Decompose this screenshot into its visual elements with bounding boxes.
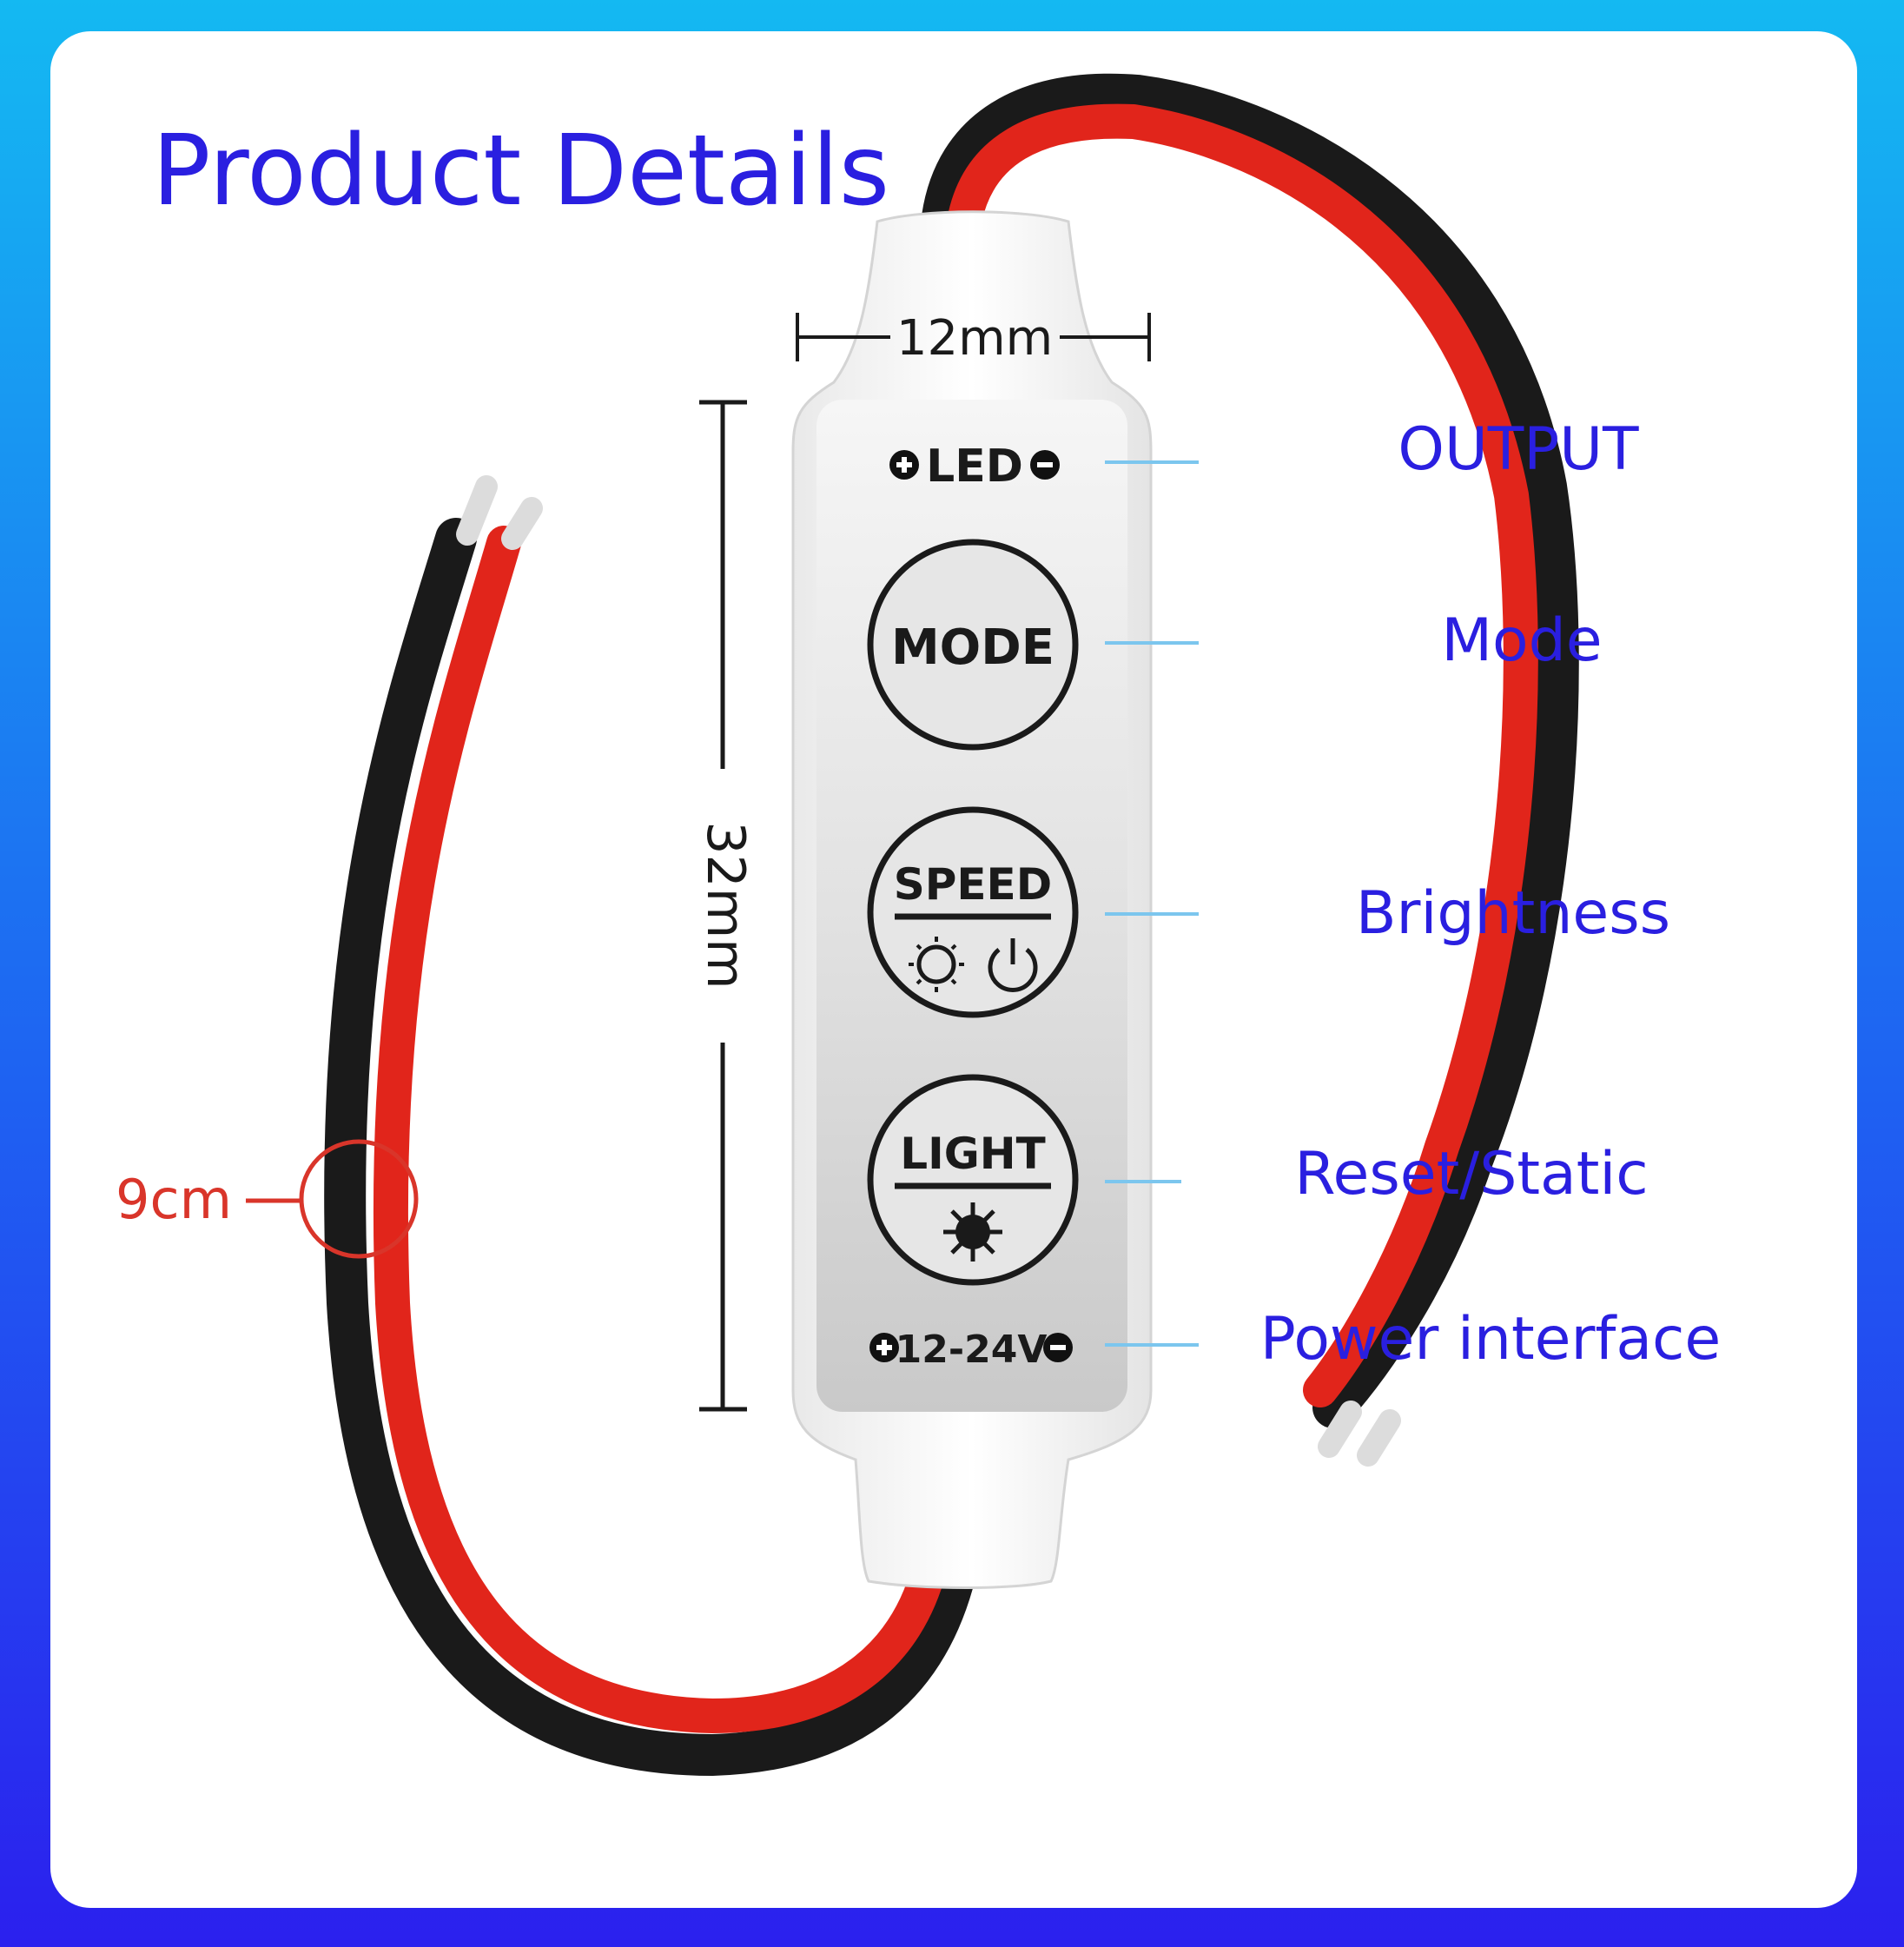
speed-button[interactable]: SPEED — [867, 806, 1079, 1018]
led-label: LED — [926, 440, 1023, 493]
length-label: 32mm — [695, 821, 756, 989]
sun-outline-icon — [909, 937, 964, 992]
callout-power-interface: Power interface — [1259, 1305, 1722, 1374]
sun-filled-icon — [943, 1202, 1002, 1262]
light-button-label: LIGHT — [900, 1129, 1045, 1179]
width-label: 12mm — [896, 310, 1053, 367]
left-cable — [324, 475, 976, 1777]
page-title: Product Details — [152, 115, 890, 228]
length-dimension — [699, 400, 747, 1412]
cable-length-label: 9cm — [116, 1168, 232, 1231]
mode-button[interactable]: MODE — [867, 539, 1079, 751]
speed-button-label: SPEED — [894, 859, 1052, 910]
callout-reset-static: Reset/Static — [1294, 1140, 1649, 1209]
callout-mode: Mode — [1441, 606, 1603, 675]
led-output-label — [889, 450, 1060, 480]
power-icon — [988, 938, 1038, 992]
callout-output: OUTPUT — [1398, 415, 1639, 484]
voltage-label: 12-24V — [896, 1328, 1048, 1372]
cable-length-marker — [246, 1139, 419, 1259]
callout-brightness: Brightness — [1355, 879, 1671, 948]
power-input-label — [869, 1333, 1073, 1362]
light-button[interactable]: LIGHT — [867, 1074, 1079, 1286]
width-dimension — [796, 313, 1151, 361]
right-cable — [922, 73, 1579, 1467]
leader-lines — [1105, 460, 1199, 1347]
mode-button-label: MODE — [891, 619, 1054, 676]
